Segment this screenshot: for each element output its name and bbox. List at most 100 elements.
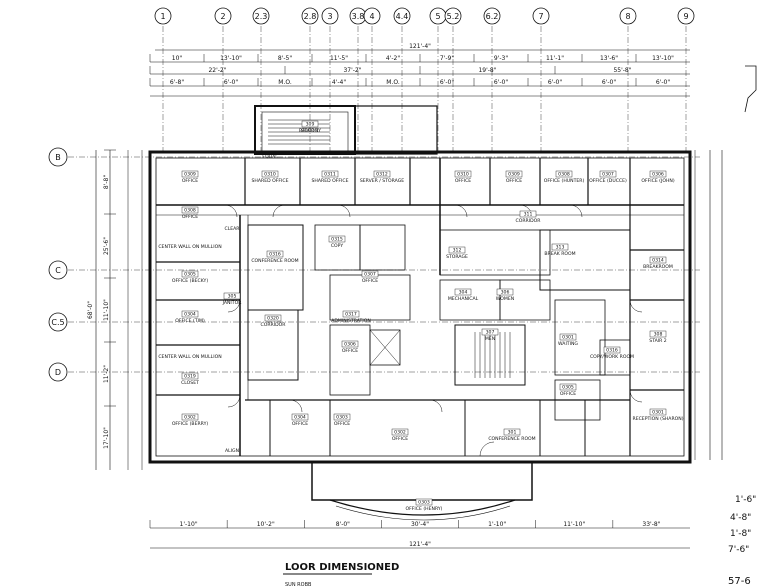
room-name: OFFICE (HUNTER) [544,178,585,184]
column-grid-label: 3.8 [352,12,365,21]
column-grid-bubble [154,7,172,25]
room-name: OFFICE [182,178,198,184]
room-number: 313 [556,245,565,251]
dimension-label: 37'-2" [343,67,361,74]
room-tag-box [333,413,351,421]
dimension-label: 55'-8" [613,67,631,74]
column-grid-bubble [363,7,381,25]
room-number: 311 [524,212,533,218]
dimension-label: 8'-5" [278,55,292,62]
dimension-label: 8'-8" [103,175,110,189]
sheet-subtitle: SUN ROBB [285,582,312,588]
room-number: 0305 [562,385,574,391]
left-dimension-strings: 68'-0" 8'-8"25'-6"11'-10"11'-2"17'-10" [87,149,143,470]
room-number: 0314 [652,258,664,264]
dimension-label: 6'-8" [170,79,184,86]
left-dim-segments: 8'-8"25'-6"11'-10"11'-2"17'-10" [103,149,116,449]
column-grid-label: 5.2 [447,12,460,21]
column-grid-label: 8 [625,12,630,21]
column-grid-label: 4.4 [396,12,409,21]
room-name: OFFICE (DUCCE) [589,178,627,184]
room-number: 308 [654,332,663,338]
room-name: COPY [331,243,343,249]
room-number: 0302 [394,430,406,436]
column-grid-bubble [393,7,411,25]
room-tag-box [181,206,199,214]
room-name: OFFICE (BECKY) [172,278,209,284]
column-grid-bubble [619,7,637,25]
room-tag-box [181,170,199,178]
column-grid-label: 1 [160,12,165,21]
clear-note: CLEAR [224,226,240,232]
room-number: 0319 [184,374,196,380]
room-name: BREAK ROOM [544,251,575,257]
room-name: OFFICE [560,391,576,397]
room-tag-box [481,328,499,336]
page-number: 57-6 [728,576,751,587]
room-tag-box [649,330,667,338]
handwritten-note-4: 7'-6" [728,545,749,555]
row-grid-bubble [48,260,68,280]
row-grid-label: C [55,266,61,275]
room-name: OFFICE [455,178,471,184]
room-tag-box [599,170,617,178]
room-number: 0312 [376,172,388,178]
column-grid-bubble [321,7,339,25]
room-tag-box [264,314,282,322]
room-number: 0302 [184,415,196,421]
room-name: CONFERENCE ROOM [488,436,535,442]
dimension-label: 1'-10" [488,521,506,528]
room-name: CORRIDOR [261,322,287,328]
room-number: 0317 [345,312,357,318]
room-tag-box [391,428,409,436]
room-tag-box [261,170,279,178]
handwritten-notes: 1'-6" 4'-8" 1'-8" 7'-6" [728,65,757,555]
room-number: 0316 [269,252,281,258]
room-name: OFFICE [334,421,350,427]
handwritten-note-2: 4'-8" [730,513,751,523]
dimension-label: 6'-0" [440,79,454,86]
left-overall-dim: 68'-0" [87,301,94,319]
room-name: CONFERENCE ROOM [251,258,298,264]
bottom-dimension-strings: 1'-10"10'-2"8'-0"30'-4"1'-10"11'-10"33'-… [149,520,690,549]
room-number: 0307 [364,272,376,278]
room-name: OFFICE [342,348,358,354]
room-number: 0311 [324,172,336,178]
room-name: WOMEN [496,296,514,302]
column-grid-bubble [483,7,501,25]
dimension-label: 13'-10" [652,55,674,62]
room-tag-box [454,170,472,178]
room-number: 305 [228,294,237,300]
room-tag-box [555,170,573,178]
room-tag-box [454,288,472,296]
row-grid-bubbles: BCC.5D [48,147,700,382]
room-tag-box [649,256,667,264]
dimension-label: 1'-10" [180,521,198,528]
room-tag-box [503,428,521,436]
column-grid-label: 6.2 [486,12,499,21]
room-name: BREAKROOM [643,264,673,270]
room-tag-box [496,288,514,296]
room-number: 0304 [184,312,196,318]
room-number: 309 [306,122,315,128]
room-number: 0306 [652,172,664,178]
top-dim-row2: 22'-2"37'-2"19'-8"55'-8" [149,66,632,74]
room-number: 0308 [558,172,570,178]
dimension-label: 11'-10" [103,299,110,321]
room-name: ADMINISTRATION [331,318,371,324]
room-number: 0310 [264,172,276,178]
dimension-label: M.O. [278,79,292,86]
dimension-label: 22'-2" [208,67,226,74]
dimension-label: 4'-2" [386,55,400,62]
dimension-label: 10" [172,55,183,62]
dimension-label: 10'-2" [257,521,275,528]
column-grid-label: 9 [683,12,688,21]
room-number: 0301 [562,335,574,341]
center-wall-note-1: CENTER WALL ON MULLION [158,244,221,250]
plan-annotations: CENTER WALL ON MULLION CENTER WALL ON MU… [158,154,278,454]
dimension-label: 6'-0" [548,79,562,86]
room-name: OFFICE [182,214,198,220]
room-number: 312 [453,248,462,254]
top-dimension-strings: 121'-4" 10"13'-10"8'-5"11'-5"4'-2"7'-9"9… [149,43,690,97]
